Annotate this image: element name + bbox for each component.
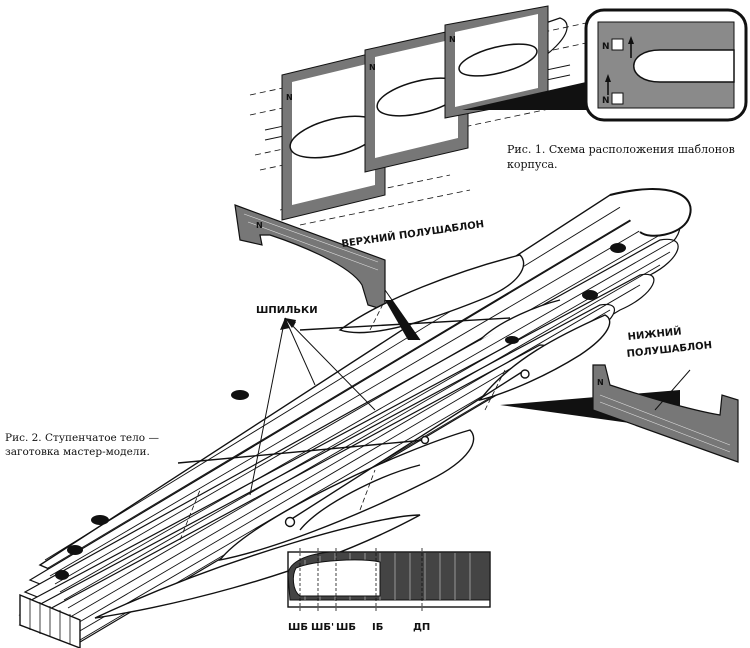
lower-half-template-label-2: ПОЛУШАБЛОН (626, 340, 712, 360)
station-label-5: ДП (413, 622, 430, 633)
lower-half-template: N (592, 364, 739, 463)
fig1-mark-n-top: N (602, 42, 610, 52)
fig1-zoom-pointer (462, 80, 595, 110)
hull-stern-block (19, 593, 81, 648)
svg-text:N: N (369, 63, 376, 72)
pins-label: ШПИЛЬКИ (256, 305, 318, 316)
side-profile-station-ticks (299, 548, 423, 612)
station-label-3: ШБ (336, 622, 356, 633)
hull-bow (609, 188, 692, 237)
hull-strips (18, 189, 689, 646)
fig2-caption-line1: Рис. 2. Ступенчатое тело — (5, 432, 159, 444)
hull-step-shading (55, 243, 626, 580)
upper-half-template: N (234, 204, 386, 311)
side-profile: ШБ ШБ' ШБ IБ ДП (287, 548, 491, 633)
svg-text:N: N (286, 93, 293, 102)
pins-leaders (249, 317, 376, 496)
station-label-1: ШБ (288, 622, 308, 633)
fig2-stepped-body: N ВЕРХНИЙ ПОЛУШАБЛОН (5, 188, 739, 648)
fig1-template-scheme: N N N N N (249, 5, 748, 226)
fig1-template-2: N (364, 26, 469, 173)
fig2-caption-line2: заготовка мастер-модели. (5, 446, 150, 458)
fig1-template-3: N (444, 5, 549, 119)
lower-half-template-label-1: НИЖНИЙ (627, 324, 682, 343)
fig1-mark-n-bottom: N (602, 96, 610, 106)
fig1-caption-line2: корпуса. (507, 158, 558, 171)
upper-template-pointer (385, 300, 420, 340)
station-labels: ШБ ШБ' ШБ IБ ДП (288, 622, 430, 633)
station-label-2: ШБ' (311, 622, 334, 633)
svg-text:N: N (256, 221, 263, 230)
upper-half-template-label: ВЕРХНИЙ ПОЛУШАБЛОН (341, 217, 485, 250)
fig1-caption-line1: Рис. 1. Схема расположения шаблонов (507, 143, 735, 156)
fig1-template-1: N (281, 49, 386, 221)
hull-station-lines (179, 299, 506, 541)
station-label-4: IБ (372, 622, 383, 633)
svg-text:N: N (597, 378, 604, 387)
fig1-detail-inset: N N (584, 8, 748, 122)
pins-arrowheads (280, 318, 296, 330)
svg-text:N: N (449, 35, 456, 44)
